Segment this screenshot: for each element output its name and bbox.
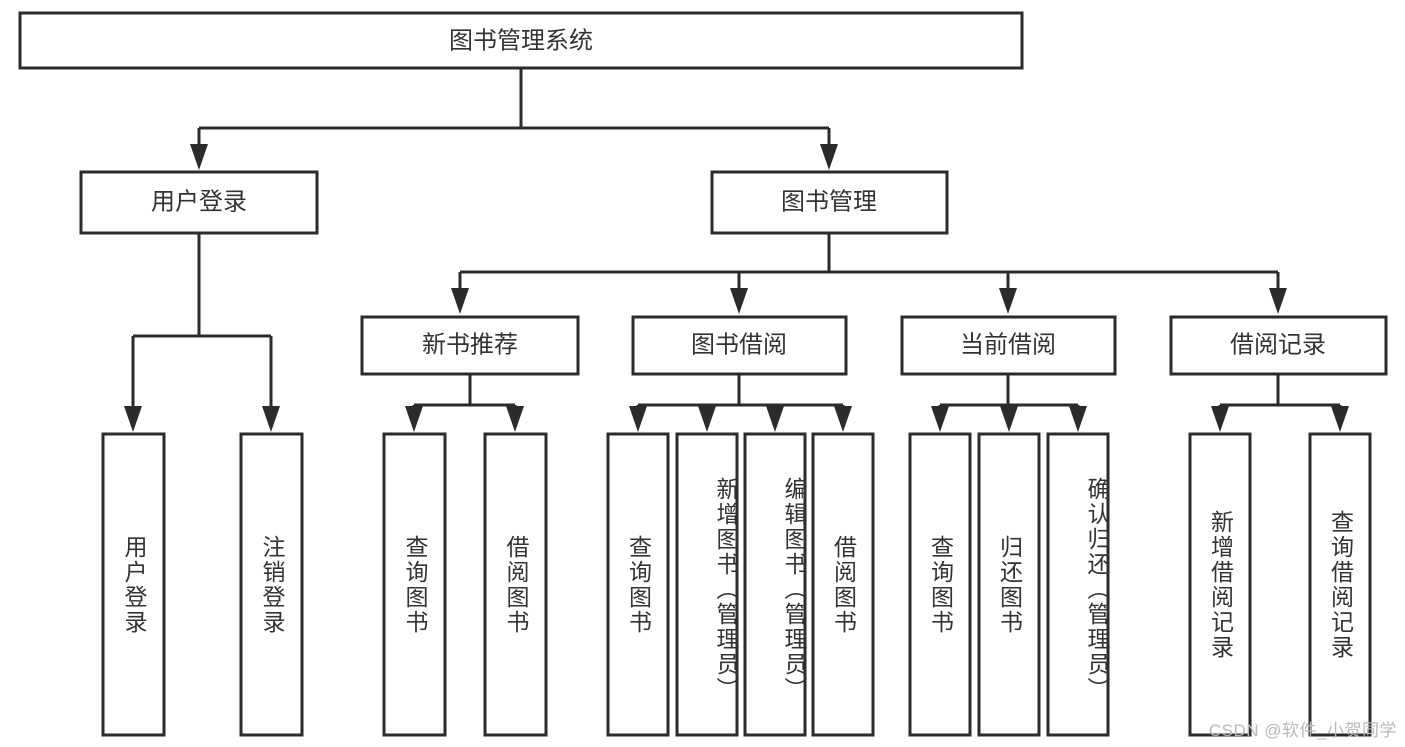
connector-group-borrow-record bbox=[1211, 374, 1349, 432]
node-borrow-record-label: 借阅记录 bbox=[1230, 331, 1326, 358]
arrow-to-new-book-rec bbox=[451, 288, 469, 314]
connector-group-current-borrow bbox=[931, 374, 1087, 432]
node-root[interactable]: 图书管理系统 bbox=[18, 11, 1024, 70]
csdn-watermark: CSDN @软件_小贺同学 bbox=[1208, 721, 1397, 740]
arrow-nbr-leaf-2 bbox=[506, 406, 524, 432]
node-borrow-record-box[interactable] bbox=[1169, 315, 1388, 376]
arrow-to-leaf-logout bbox=[262, 406, 280, 432]
node-book-borrow-box[interactable] bbox=[631, 315, 848, 376]
leaf-box-borrow-book-bb[interactable] bbox=[811, 432, 875, 737]
arrow-cb-leaf-1 bbox=[931, 406, 949, 432]
node-book-management-label: 图书管理 bbox=[781, 188, 877, 215]
arrow-root-to-user-login bbox=[190, 144, 208, 170]
connector-group-new-book-rec bbox=[405, 374, 524, 432]
arrow-bb-leaf-2 bbox=[698, 406, 716, 432]
leaf-box-query-borrow-record[interactable] bbox=[1308, 432, 1372, 737]
arrow-cb-leaf-3 bbox=[1069, 406, 1087, 432]
node-book-management-box[interactable] bbox=[710, 170, 949, 235]
arrow-nbr-leaf-1 bbox=[405, 406, 423, 432]
leaf-box-query-book-bb[interactable] bbox=[606, 432, 670, 737]
connector-group-user-login bbox=[124, 233, 280, 432]
arrow-root-to-book-mgmt bbox=[820, 144, 838, 170]
arrow-to-book-borrow bbox=[730, 288, 748, 314]
arrow-bb-leaf-4 bbox=[834, 406, 852, 432]
leaf-box-edit-book-admin[interactable] bbox=[743, 432, 807, 737]
arrow-bb-leaf-1 bbox=[629, 406, 647, 432]
arrow-br-leaf-1 bbox=[1211, 406, 1229, 432]
leaf-box-logout[interactable] bbox=[239, 432, 304, 737]
arrow-to-borrow-record bbox=[1269, 288, 1287, 314]
arrow-bb-leaf-3 bbox=[766, 406, 784, 432]
node-root-label: 图书管理系统 bbox=[449, 27, 593, 54]
leaf-box-user-login[interactable] bbox=[101, 432, 166, 737]
node-user-login-label: 用户登录 bbox=[151, 188, 247, 215]
leaf-box-return-book[interactable] bbox=[977, 432, 1041, 737]
arrow-to-current-borrow bbox=[999, 288, 1017, 314]
connector-group-book-borrow bbox=[629, 374, 852, 432]
node-borrow-record[interactable]: 借阅记录 bbox=[1169, 315, 1388, 376]
leaf-box-add-borrow-record[interactable] bbox=[1188, 432, 1252, 737]
leaf-box-query-book-nbr[interactable] bbox=[382, 432, 447, 737]
leaf-box-add-book-admin[interactable] bbox=[675, 432, 739, 737]
node-current-borrow-label: 当前借阅 bbox=[960, 331, 1056, 358]
node-current-borrow[interactable]: 当前借阅 bbox=[900, 315, 1117, 376]
node-current-borrow-box[interactable] bbox=[900, 315, 1117, 376]
node-new-book-recommend-box[interactable] bbox=[360, 315, 580, 376]
node-book-borrow[interactable]: 图书借阅 bbox=[631, 315, 848, 376]
leaf-box-query-book-cb[interactable] bbox=[908, 432, 972, 737]
node-new-book-recommend[interactable]: 新书推荐 bbox=[360, 315, 580, 376]
node-book-management[interactable]: 图书管理 bbox=[710, 170, 949, 235]
node-book-borrow-label: 图书借阅 bbox=[691, 331, 787, 358]
leaf-box-borrow-book-nbr[interactable] bbox=[483, 432, 548, 737]
node-new-book-recommend-label: 新书推荐 bbox=[422, 331, 518, 358]
arrow-to-leaf-user-login bbox=[124, 406, 142, 432]
connector-group-book-mgmt bbox=[451, 233, 1287, 314]
arrow-cb-leaf-2 bbox=[1000, 406, 1018, 432]
node-root-box[interactable] bbox=[18, 11, 1024, 70]
node-user-login[interactable]: 用户登录 bbox=[79, 170, 319, 235]
node-user-login-box[interactable] bbox=[79, 170, 319, 235]
arrow-br-leaf-2 bbox=[1331, 406, 1349, 432]
connector-group-root bbox=[190, 68, 838, 170]
leaf-box-confirm-return-admin[interactable] bbox=[1046, 432, 1110, 737]
